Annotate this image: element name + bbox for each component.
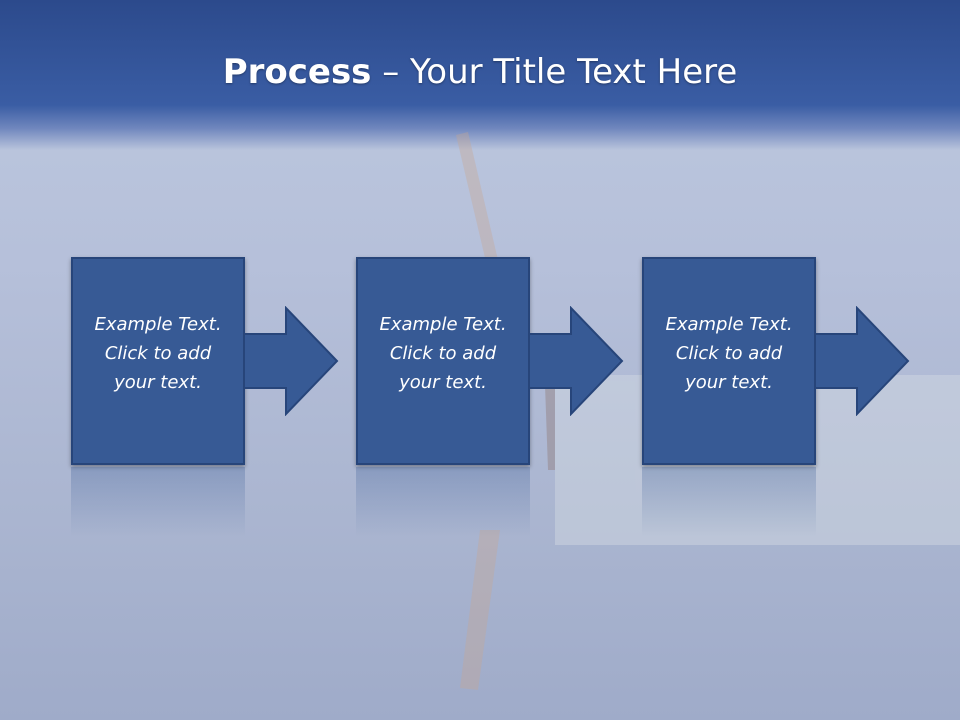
slide-title[interactable]: Process – Your Title Text Here: [0, 52, 960, 92]
step-1-reflection: [71, 467, 245, 537]
process-step-1[interactable]: Example Text. Click to add your text.: [71, 257, 245, 465]
step-1-arrow: [244, 306, 339, 416]
title-bold: Process: [222, 52, 372, 92]
step-1-text: Example Text. Click to add your text.: [94, 313, 222, 393]
step-2-reflection: [356, 467, 530, 537]
step-2-text: Example Text. Click to add your text.: [379, 313, 507, 393]
process-step-2[interactable]: Example Text. Click to add your text.: [356, 257, 530, 465]
process-step-3[interactable]: Example Text. Click to add your text.: [642, 257, 816, 465]
title-rest: – Your Title Text Here: [371, 52, 738, 92]
step-3-arrow: [815, 306, 910, 416]
step-3-reflection: [642, 467, 816, 537]
step-2-arrow: [529, 306, 624, 416]
step-3-text: Example Text. Click to add your text.: [665, 313, 793, 393]
